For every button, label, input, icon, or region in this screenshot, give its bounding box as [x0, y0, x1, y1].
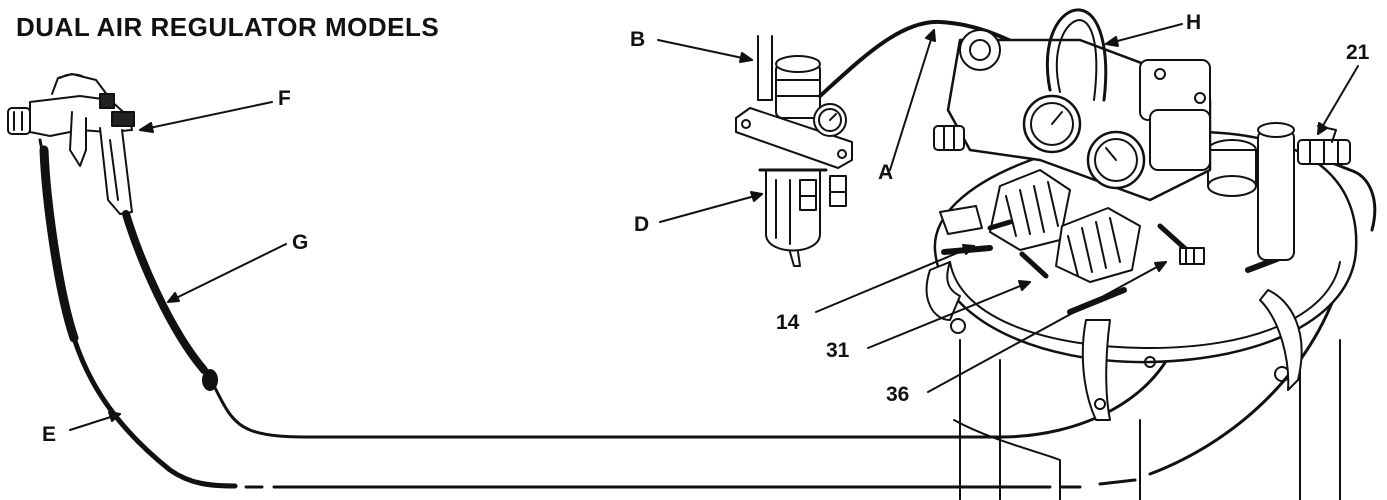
dual-regulator-assembly	[933, 8, 1212, 283]
callout-36: 36	[886, 383, 910, 406]
callout-h: H	[1186, 11, 1202, 34]
callout-g: G	[292, 231, 309, 254]
callout-31: 31	[826, 339, 850, 362]
callout-e: E	[42, 423, 57, 446]
spray-gun	[7, 73, 135, 215]
air-filter-regulator	[735, 19, 1042, 267]
callout-d: D	[634, 213, 650, 236]
callout-b: B	[630, 28, 646, 51]
diagram-title: DUAL AIR REGULATOR MODELS	[16, 12, 440, 42]
callout-21: 21	[1346, 41, 1370, 64]
callout-f: F	[278, 87, 291, 110]
leader-lines	[69, 23, 1359, 431]
callout-a: A	[878, 161, 894, 184]
callout-14: 14	[776, 311, 800, 334]
